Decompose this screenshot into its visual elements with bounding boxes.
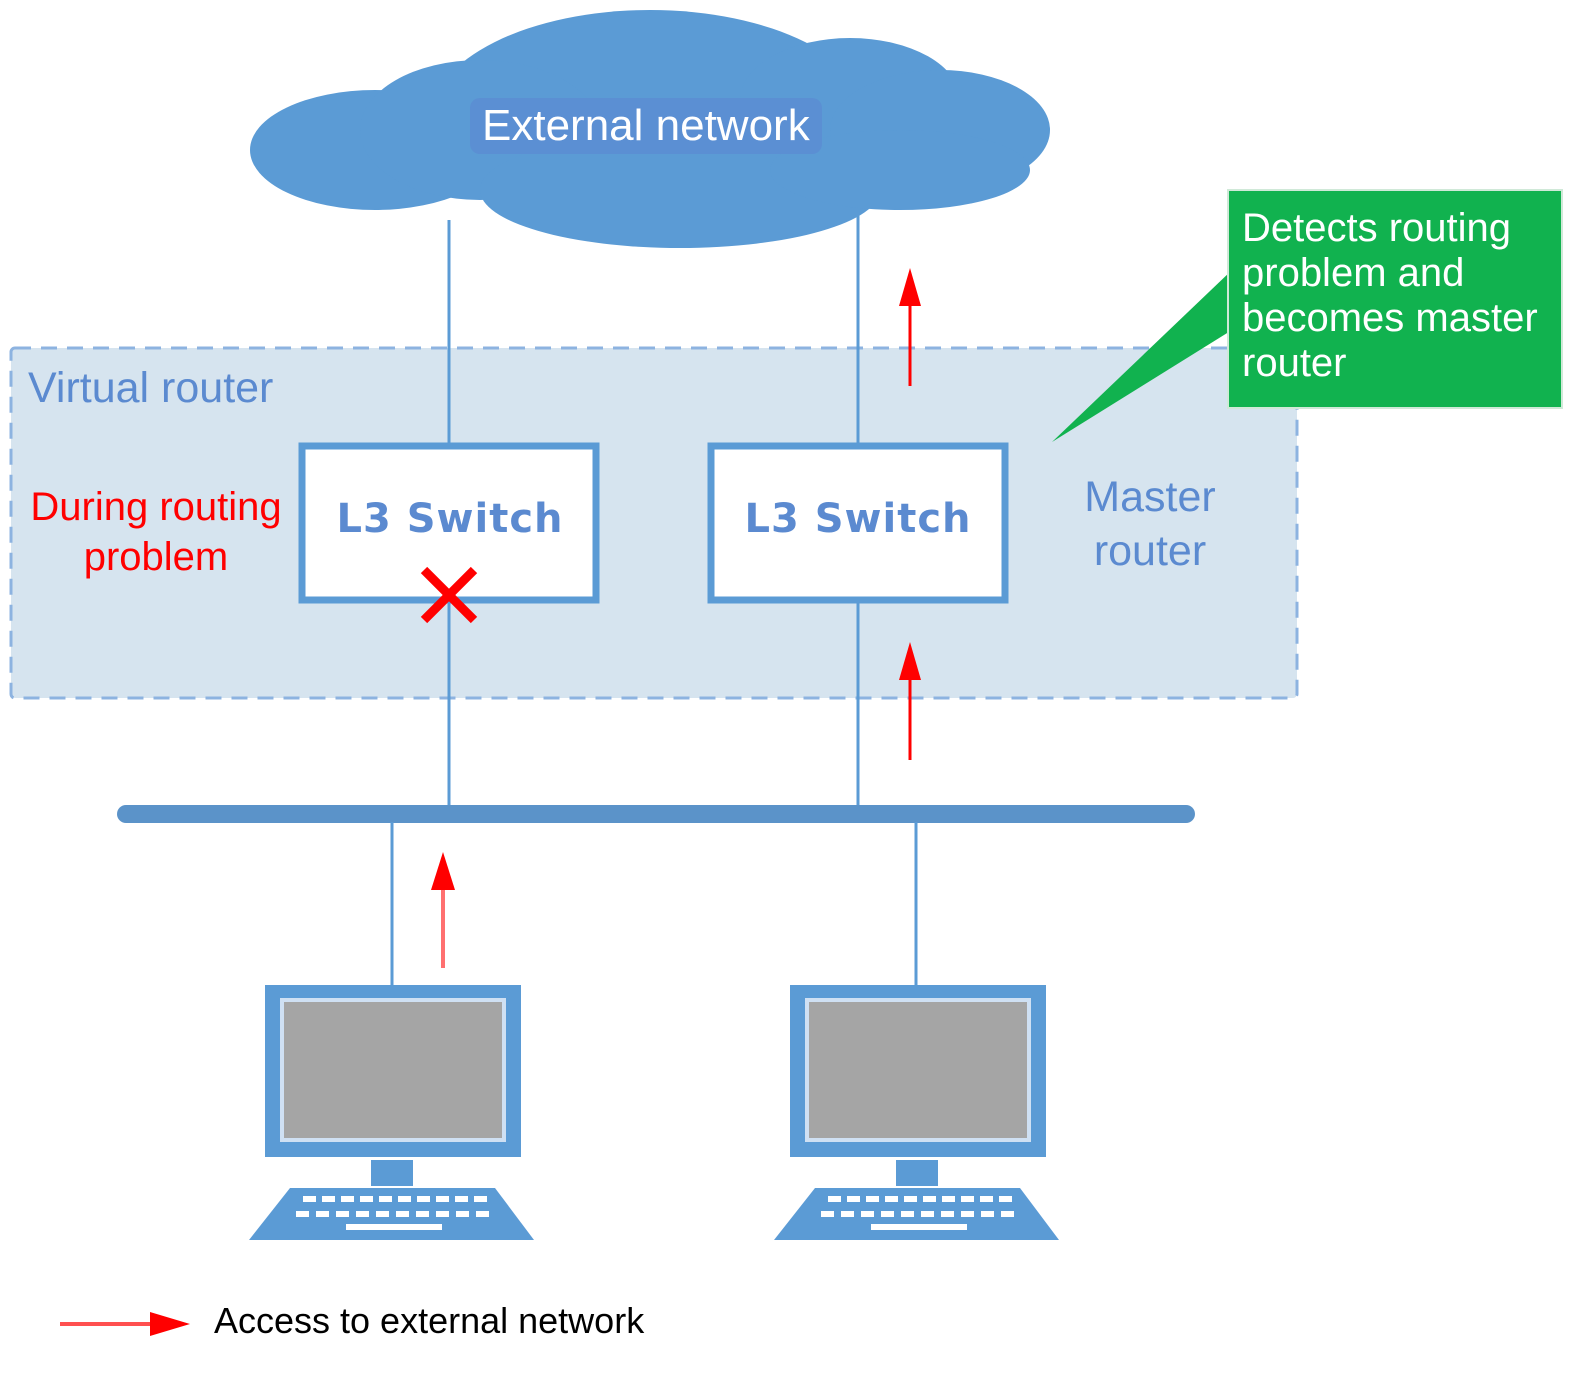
- fault-label: During routing problem: [30, 485, 282, 579]
- virtual-router-label: Virtual router: [28, 364, 274, 412]
- virtual-router-group: [9, 346, 1299, 700]
- switch-right-box[interactable]: [707, 442, 1009, 604]
- traffic-arrow-pc: [431, 852, 455, 968]
- legend-label: Access to external network: [214, 1300, 645, 1341]
- switch-left-label: L3 Switch: [336, 496, 564, 542]
- failure-x-icon: [420, 566, 478, 624]
- callout-bubble: [1052, 189, 1563, 442]
- pc-left-icon[interactable]: [249, 985, 534, 1240]
- pc-right-icon[interactable]: [774, 985, 1059, 1240]
- callout-text: Detects routing problem and becomes mast…: [1242, 206, 1538, 385]
- external-network-cloud: [250, 10, 1050, 248]
- switch-left-box[interactable]: [298, 442, 600, 604]
- legend-arrow-icon: [60, 1312, 190, 1336]
- master-router-label: Master router: [1084, 473, 1216, 575]
- external-network-label: External network: [470, 98, 822, 154]
- traffic-arrow-switch-in: [899, 642, 921, 760]
- traffic-arrow-switch-out: [899, 268, 921, 386]
- switch-right-label: L3 Switch: [744, 496, 972, 542]
